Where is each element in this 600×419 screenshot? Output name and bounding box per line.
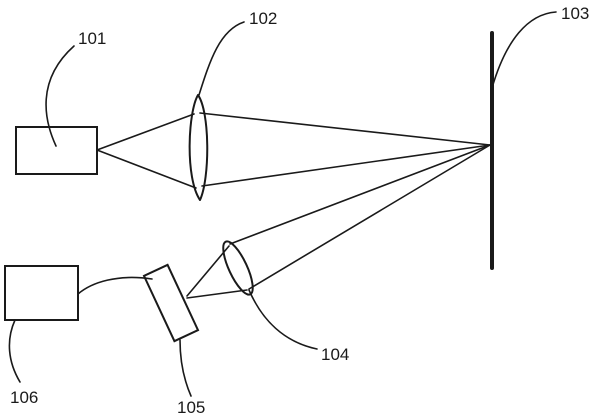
ref-label-101: 101	[78, 29, 106, 48]
cable-106-to-105	[77, 276, 153, 295]
ref-label-104: 104	[321, 345, 349, 364]
component-106-unit-box	[4, 265, 79, 321]
ref-label-103: 103	[561, 4, 589, 23]
leader-105	[179, 339, 192, 397]
ref-label-105: 105	[177, 398, 205, 417]
beam-102-to-103-upper	[199, 112, 491, 146]
leader-101	[45, 45, 75, 147]
component-104-lens	[222, 240, 254, 296]
beam-101-to-102-upper	[96, 113, 195, 151]
component-102-lens	[188, 94, 209, 201]
beam-104-to-105-upper	[186, 245, 230, 297]
ref-label-106: 106	[10, 388, 38, 407]
beam-103-to-104-lower	[248, 144, 491, 290]
leader-106	[8, 319, 21, 383]
leader-104	[248, 289, 318, 350]
beam-103-to-104-upper	[229, 144, 491, 245]
beam-101-to-102-lower	[96, 149, 197, 189]
ref-label-102: 102	[249, 9, 277, 28]
beam-104-to-105-lower	[186, 289, 248, 299]
leader-102	[198, 21, 245, 96]
component-101-source-box	[15, 126, 98, 175]
leader-103	[491, 11, 557, 89]
beam-102-to-103-lower	[201, 144, 491, 187]
component-105-tilted-element	[142, 263, 200, 343]
